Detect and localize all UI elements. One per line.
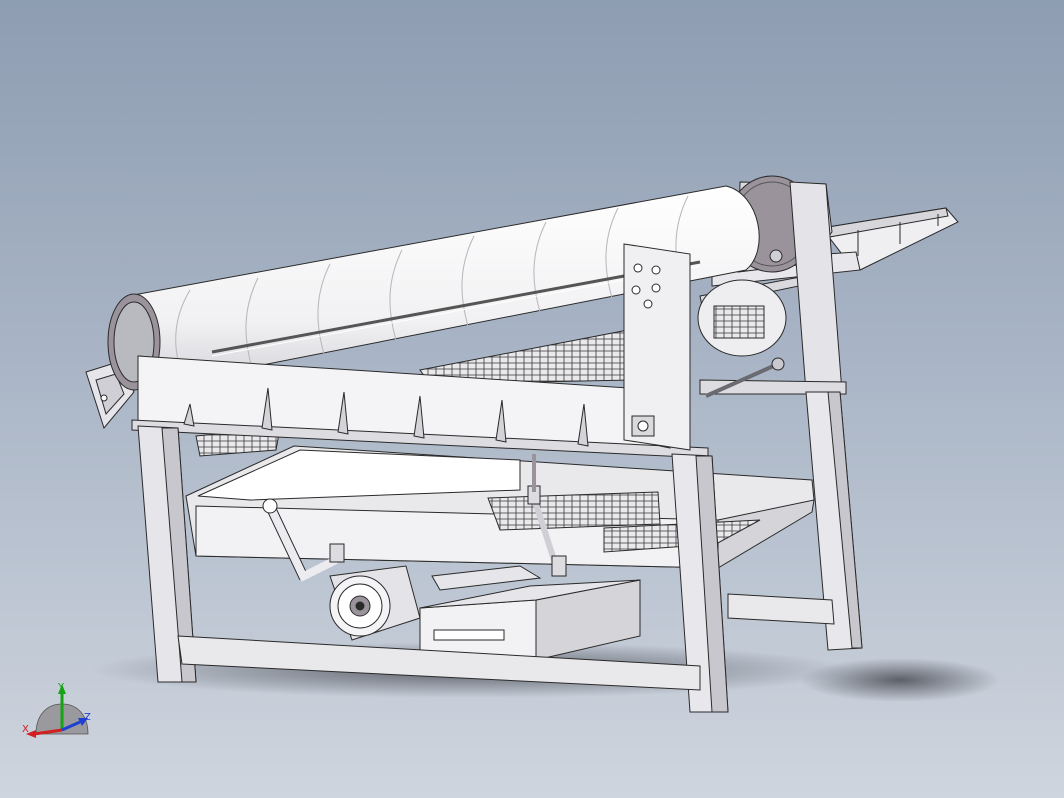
leg-front-left [137, 425, 197, 683]
lower-stretcher [177, 593, 835, 691]
coordinate-triad[interactable]: Y X Z [22, 682, 91, 738]
vibrating-tray [185, 445, 815, 569]
triad-x-arrow [26, 730, 36, 738]
crank-linkage [262, 454, 567, 582]
triad-z-axis [61, 720, 81, 732]
rotary-drum [107, 185, 760, 391]
upper-frame-right-plate [623, 243, 691, 451]
triad-y-label: Y [57, 682, 65, 693]
leg-front-right [671, 453, 729, 713]
triad-x-label: X [22, 724, 29, 735]
collection-drawer [419, 579, 641, 661]
triad-z-arrow [78, 718, 88, 726]
triad-x-axis [33, 728, 63, 736]
triad-z-label: Z [84, 712, 91, 723]
triad-y-arrow [58, 684, 66, 694]
leg-rear-right [805, 391, 863, 651]
fan-motor [329, 565, 542, 641]
fan-housing-right [697, 279, 787, 357]
right-rear-frame [699, 181, 847, 398]
